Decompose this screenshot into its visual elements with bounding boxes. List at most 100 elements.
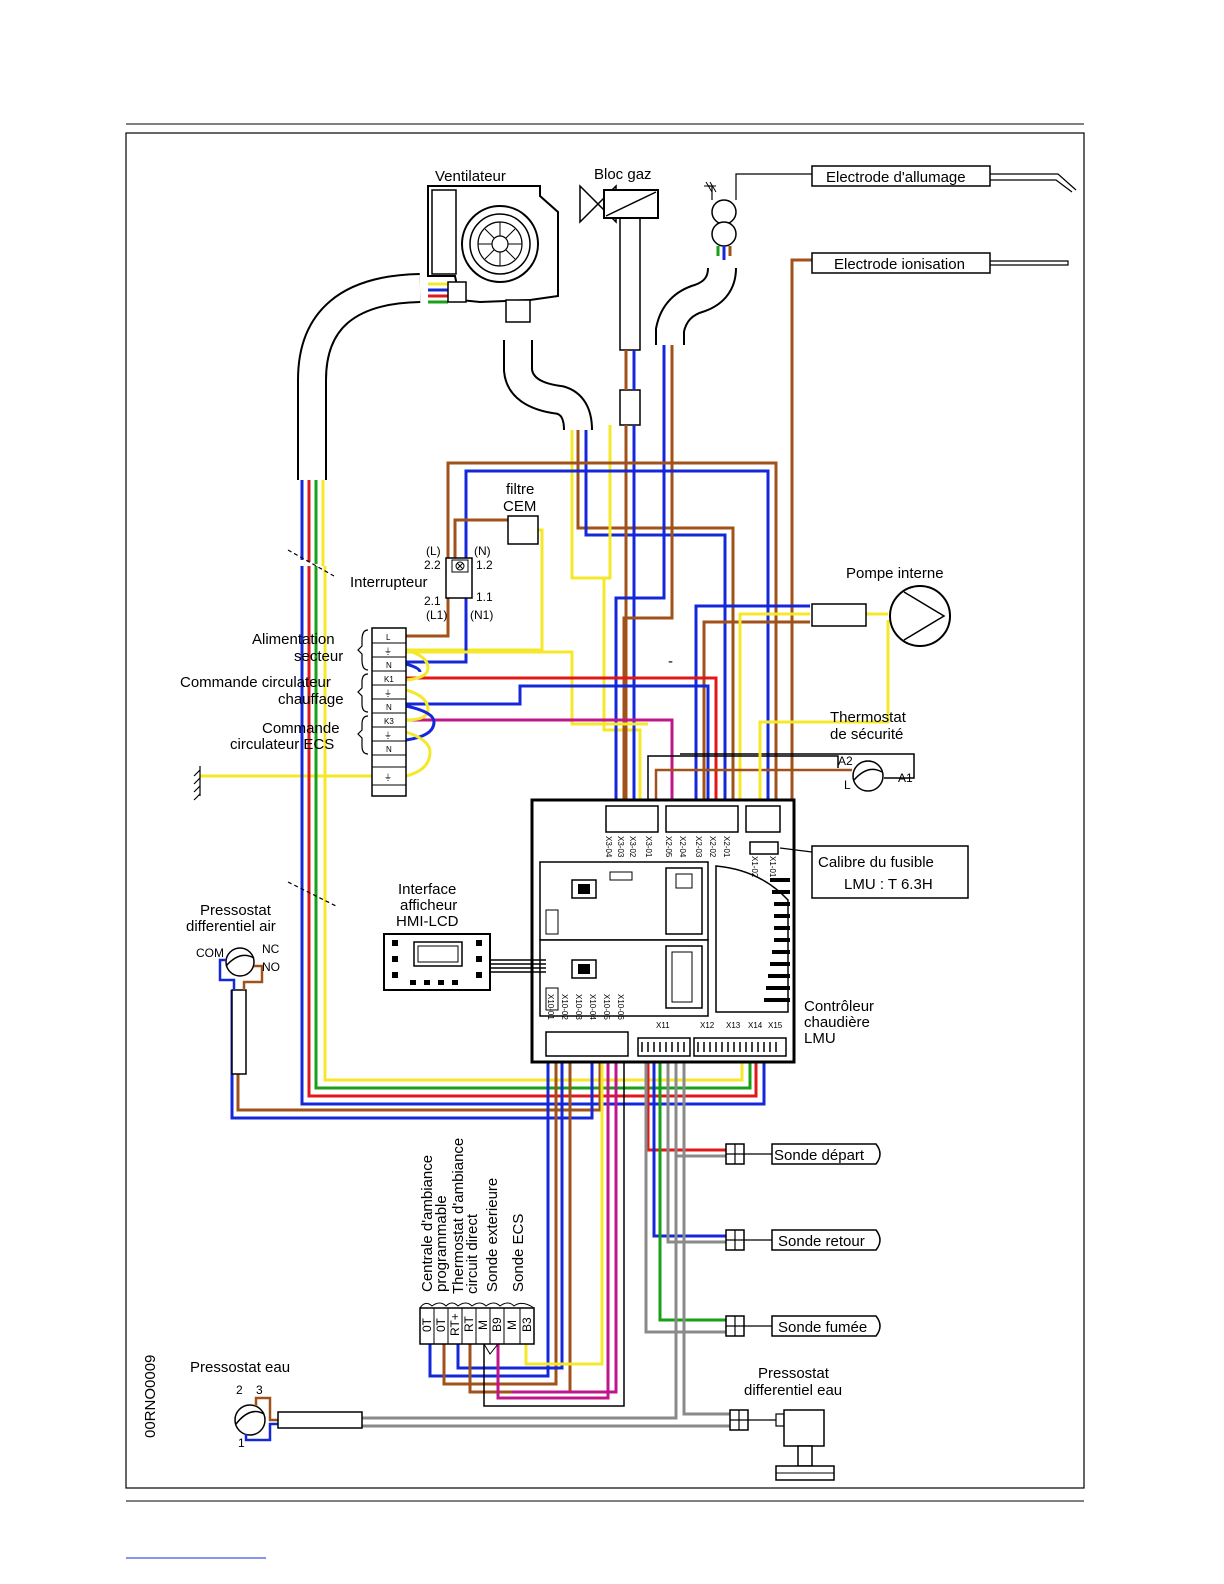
label-chaudiere: chaudière — [804, 1014, 870, 1031]
external-terminal-labels: 0T 0T RT+ RT M B9 M B3 — [420, 1313, 534, 1336]
switch-pin-n: (N) — [474, 544, 491, 558]
safety-thermostat — [852, 760, 884, 792]
label-alimentation: Alimentation — [252, 631, 335, 648]
terminal-6: K3 — [384, 717, 394, 726]
label-electrode-ionisation: Electrode ionisation — [834, 256, 965, 273]
label-chauffage: chauffage — [278, 691, 344, 708]
ext-term-2: RT+ — [448, 1313, 462, 1336]
terminal-5: N — [386, 703, 392, 712]
conn-top-0: X3-04 — [604, 836, 613, 858]
water-pressure-switch — [234, 1396, 363, 1442]
pressostat-eau-pin-2: 2 — [236, 1383, 243, 1397]
conn-top-10: X1-01 — [768, 856, 777, 878]
pump-component — [811, 585, 951, 647]
thermostat-pin-a2: A2 — [838, 754, 853, 768]
terminal-2: N — [386, 661, 392, 670]
top-connector-labels: X3-04 X3-03 X3-02 X3-01 X2-05 X2-04 X2-0… — [604, 836, 777, 878]
water-diff-pressure-switch — [729, 1409, 835, 1481]
switch-pin-l: (L) — [426, 544, 441, 558]
label-filtre: filtre — [506, 481, 534, 498]
label-differentiel-eau: differentiel eau — [744, 1382, 842, 1399]
conn-bot-1: X10-02 — [560, 994, 569, 1020]
external-labels: Centrale d'ambiance programmable Thermos… — [419, 1138, 527, 1294]
filter-box — [507, 515, 539, 545]
label-sonde-retour: Sonde retour — [778, 1233, 865, 1250]
diagram-frame — [125, 132, 1085, 1489]
bus-x11: X11 — [656, 1021, 670, 1030]
conn-bot-0: X10-01 — [546, 994, 555, 1020]
ext-term-0: 0T — [420, 1317, 434, 1332]
label-secteur: secteur — [294, 648, 343, 665]
label-securite: de sécurité — [830, 726, 903, 743]
conn-bot-4: X10-05 — [602, 994, 611, 1020]
ext-label-3: circuit direct — [464, 1213, 481, 1294]
conn-top-3: X3-01 — [644, 836, 653, 858]
label-pressostat-diff-eau: Pressostat — [758, 1365, 830, 1382]
bus-x12: X12 — [700, 1021, 715, 1030]
bottom-connector-labels: X10-01 X10-02 X10-03 X10-04 X10-05 X10-0… — [546, 994, 625, 1020]
switch-pin-12: 1.2 — [476, 558, 493, 572]
conn-top-1: X3-03 — [616, 836, 625, 858]
hmi-lcd — [383, 933, 546, 991]
conn-top-7: X2-02 — [708, 836, 717, 858]
conn-bot-5: X10-06 — [616, 994, 625, 1020]
label-hmi-lcd: HMI-LCD — [396, 913, 459, 930]
electrode-ionisation — [811, 252, 1069, 274]
bus-x15: X15 — [768, 1021, 783, 1030]
terminal-8: N — [386, 745, 392, 754]
ext-term-4: M — [476, 1320, 490, 1330]
label-pompe: Pompe interne — [846, 565, 944, 582]
fuse-label-box — [811, 845, 969, 899]
ground-icon — [193, 766, 201, 801]
label-bloc-gaz: Bloc gaz — [594, 166, 652, 183]
ext-term-6: M — [505, 1320, 519, 1330]
gas-valve — [579, 184, 659, 224]
switch-pin-11: 1.1 — [476, 590, 493, 604]
label-sonde-fumee: Sonde fumée — [778, 1319, 867, 1336]
pressostat-eau-pin-1: 1 — [238, 1436, 245, 1450]
doc-code: 00RNO0009 — [142, 1355, 159, 1438]
conn-top-5: X2-04 — [678, 836, 687, 858]
pressostat-air-nc: NC — [262, 942, 280, 956]
ext-label-2: Thermostat d'ambiance — [450, 1138, 467, 1294]
ext-term-3: RT — [462, 1316, 476, 1332]
label-commande-ecs: Commande — [262, 720, 340, 737]
terminal-4: ⏚ — [384, 689, 392, 698]
electrode-allumage — [811, 165, 1077, 193]
air-pressure-switch — [218, 947, 264, 1075]
ext-label-5: Sonde ECS — [510, 1214, 527, 1292]
cable-break-mark — [287, 549, 335, 577]
lmu-controller — [530, 798, 796, 1064]
terminal-strip — [357, 627, 407, 797]
switch-component — [445, 557, 473, 599]
sonde-boxes — [725, 1143, 881, 1337]
label-calibre: Calibre du fusible — [818, 854, 934, 871]
label-lmu: LMU — [804, 1030, 836, 1047]
fan-component — [427, 185, 559, 323]
terminal-7: ⏚ — [384, 731, 392, 740]
switch-pin-21: 2.1 — [424, 594, 441, 608]
conn-top-8: X2-01 — [722, 836, 731, 858]
label-commande-chauffage: Commande circulateur — [180, 674, 331, 691]
thermostat-pin-a1: A1 — [898, 771, 913, 785]
conn-top-4: X2-05 — [664, 836, 673, 858]
label-lmu-fuse: LMU : T 6.3H — [844, 876, 933, 893]
conn-bot-3: X10-04 — [588, 994, 597, 1020]
label-differentiel-air: differentiel air — [186, 918, 276, 935]
ext-label-4: Sonde exterieure — [484, 1178, 501, 1292]
conn-top-6: X2-03 — [694, 836, 703, 858]
conn-top-9: X1-02 — [750, 856, 759, 878]
switch-pin-n1: (N1) — [470, 608, 493, 622]
label-controleur: Contrôleur — [804, 998, 874, 1015]
terminal-0: L — [386, 633, 391, 642]
fuse-pointer — [779, 847, 813, 853]
terminal-1: ⏚ — [384, 647, 392, 656]
pressostat-eau-pin-3: 3 — [256, 1383, 263, 1397]
ext-label-0: Centrale d'ambiance — [419, 1155, 436, 1292]
bus-x13: X13 — [726, 1021, 741, 1030]
ignition-transformer — [704, 173, 812, 260]
switch-pin-l1: (L1) — [426, 608, 447, 622]
label-circulateur-ecs: circulateur ECS — [230, 736, 334, 753]
conn-top-2: X3-02 — [628, 836, 637, 858]
